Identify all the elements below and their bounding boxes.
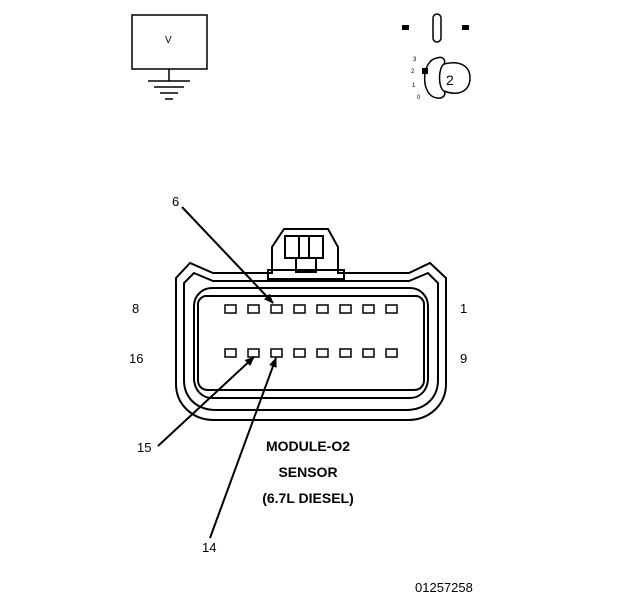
pin-cavity-1 [385, 304, 398, 314]
connector-title-line-1: MODULE-O2 [266, 438, 350, 454]
callout-arrow-6 [181, 206, 274, 304]
pin-cavity-11 [339, 348, 352, 358]
voltmeter-label: V [165, 35, 172, 46]
voltmeter-icon [131, 14, 208, 100]
pin-cavity-5 [293, 304, 306, 314]
connector-title-line-2: SENSOR [278, 464, 338, 480]
pin-label-top-right: 1 [460, 301, 468, 316]
callout-label-14: 14 [202, 540, 217, 555]
pin-cavity-9 [385, 348, 398, 358]
pin-cavity-4 [316, 304, 329, 314]
pin-cavity-10 [362, 348, 375, 358]
pin-cavity-16 [224, 348, 237, 358]
pin-cavity-2 [362, 304, 375, 314]
pin-cavity-14 [270, 348, 283, 358]
key-position-0: 0 [417, 95, 421, 101]
pin-row-bottom [224, 348, 398, 358]
key-position-2: 2 [411, 69, 415, 75]
connector-latch [267, 235, 345, 280]
key-selected-position: 2 [446, 72, 454, 88]
ground-icon [148, 80, 190, 100]
pin-cavity-6 [270, 304, 283, 314]
pin-cavity-13 [293, 348, 306, 358]
callout-label-6: 6 [172, 194, 180, 209]
connector-title-line-3: (6.7L DIESEL) [262, 490, 354, 506]
pin-row-top [224, 304, 398, 314]
pin-cavity-7 [247, 304, 260, 314]
figure-id: 01257258 [415, 580, 473, 595]
key-position-1: 1 [412, 83, 416, 89]
connector-housing [175, 228, 447, 421]
callout-arrow-15 [157, 356, 255, 447]
pin-label-bottom-left: 16 [129, 351, 144, 366]
ignition-key-icon [402, 13, 471, 99]
pin-cavity-8 [224, 304, 237, 314]
callout-arrow-14 [209, 357, 277, 539]
pin-label-top-left: 8 [132, 301, 140, 316]
pin-label-bottom-right: 9 [460, 351, 468, 366]
key-position-3: 3 [413, 57, 417, 63]
callout-label-15: 15 [137, 440, 152, 455]
pin-cavity-3 [339, 304, 352, 314]
pin-cavity-12 [316, 348, 329, 358]
pin-cavity-15 [247, 348, 260, 358]
